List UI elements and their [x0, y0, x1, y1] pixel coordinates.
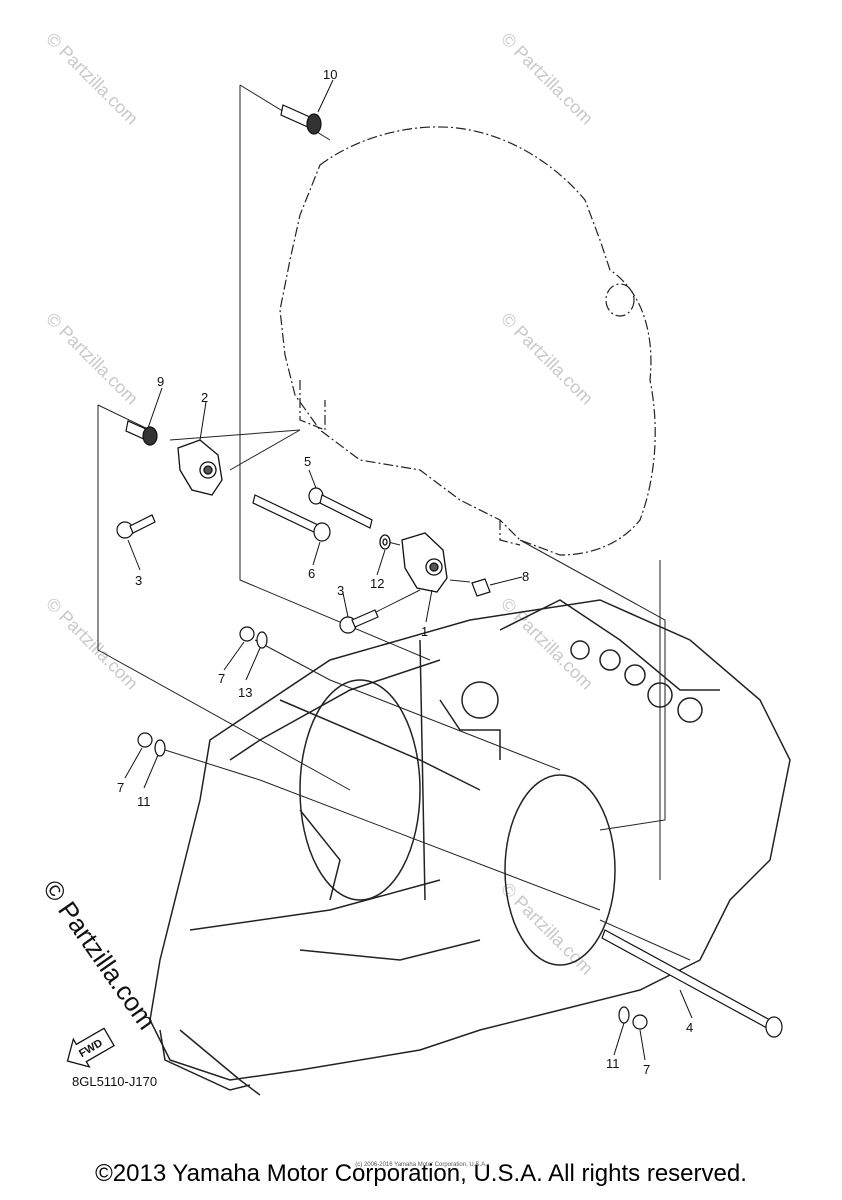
diagram-code: 8GL5110-J170 [72, 1074, 157, 1089]
callout-3: 3 [337, 583, 344, 598]
fwd-arrow-icon: FWD [66, 1027, 115, 1068]
watermarks: © Partzilla.com © Partzilla.com © Partzi… [42, 29, 597, 979]
vehicle-frame [149, 599, 791, 1096]
small-copyright-notice: (c) 2006-2016 Yamaha Motor Corporation, … [355, 1162, 487, 1168]
part-11-washer [154, 739, 166, 757]
callout-11: 11 [606, 1056, 620, 1071]
watermark-text: © Partzilla.com [42, 594, 142, 694]
callout-11: 11 [137, 794, 151, 809]
callout-numbers: 1 2 3 3 4 5 6 7 7 7 8 9 10 11 11 12 13 [117, 67, 693, 1077]
copyright-footer: ©2013 Yamaha Motor Corporation, U.S.A. A… [95, 1160, 747, 1187]
callout-7: 7 [117, 780, 124, 795]
part-10-bolt [280, 104, 322, 135]
part-3-bolt [116, 514, 156, 539]
callout-7: 7 [218, 671, 225, 686]
part-13-washer [256, 631, 268, 649]
part-8-nut [471, 578, 491, 597]
part-7-nut [239, 626, 255, 642]
part-3-bolt-second [339, 609, 379, 634]
partzilla-watermark: © Partzilla.com [37, 874, 162, 1035]
callout-leaders [124, 79, 693, 1061]
part-2-engine-mount [177, 439, 223, 496]
callout-4: 4 [686, 1020, 693, 1035]
callout-7: 7 [643, 1062, 650, 1077]
part-4-through-bolt [601, 929, 783, 1038]
callout-3: 3 [135, 573, 142, 588]
watermark-text: © Partzilla.com [497, 29, 597, 129]
callout-1: 1 [421, 624, 428, 639]
part-1-engine-mount [401, 532, 448, 593]
watermark-text: © Partzilla.com [42, 29, 142, 129]
callout-12: 12 [370, 576, 384, 591]
callout-5: 5 [304, 454, 311, 469]
reference-lines [97, 84, 691, 961]
callout-8: 8 [522, 569, 529, 584]
callout-13: 13 [238, 685, 252, 700]
watermark-text: © Partzilla.com [497, 879, 597, 979]
watermark-text: © Partzilla.com [497, 309, 597, 409]
part-9-bolt [125, 420, 158, 446]
callout-9: 9 [157, 374, 164, 389]
part-5-bolt [308, 487, 373, 529]
part-12-washer [379, 534, 391, 550]
callout-6: 6 [308, 566, 315, 581]
part-6-long-bolt [252, 494, 331, 542]
watermark-text: © Partzilla.com [42, 309, 142, 409]
callout-2: 2 [201, 390, 208, 405]
part-7-nut-third [632, 1014, 648, 1030]
part-7-nut-second [137, 732, 153, 748]
callout-10: 10 [323, 67, 337, 82]
part-11-washer-second [618, 1006, 630, 1024]
engine-outline [279, 126, 656, 556]
